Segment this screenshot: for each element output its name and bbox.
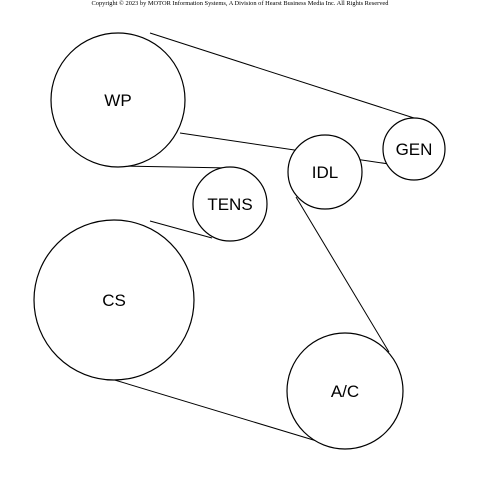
pulley-gen xyxy=(382,117,446,181)
copyright-notice: Copyright © 2023 by MOTOR Information Sy… xyxy=(91,0,389,7)
belt-idl-to-ac xyxy=(295,196,390,353)
belt-tens-to-cs xyxy=(149,220,213,239)
pulley-label-wp: WP xyxy=(104,91,131,110)
pulley-tens xyxy=(192,166,268,242)
belt-wp-to-gen xyxy=(149,32,415,119)
pulley-label-tens: TENS xyxy=(207,195,252,214)
pulley-label-ac: A/C xyxy=(331,382,359,401)
pulley-label-gen: GEN xyxy=(396,140,433,159)
pulley-ac xyxy=(286,332,404,450)
pulley-wp xyxy=(50,32,186,168)
pulley-label-idl: IDL xyxy=(312,163,338,182)
pulley-cs xyxy=(33,219,195,381)
belt-wp-to-tens xyxy=(121,165,232,169)
belt-cs-to-ac xyxy=(107,377,331,446)
pulley-idl xyxy=(287,134,363,210)
pulley-label-cs: CS xyxy=(102,291,126,310)
